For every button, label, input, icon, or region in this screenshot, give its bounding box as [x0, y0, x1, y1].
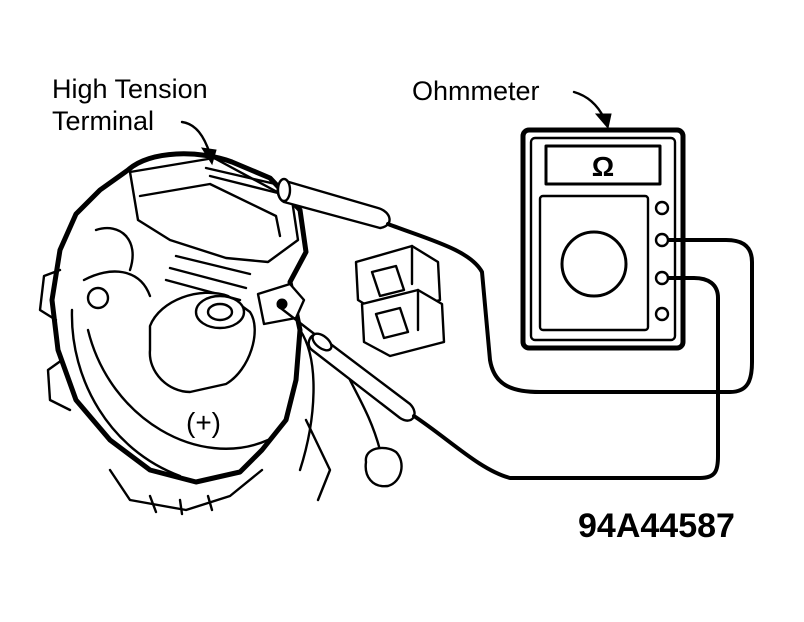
ohm-symbol: Ω	[592, 151, 614, 182]
jack-4	[654, 306, 670, 322]
terminal-label-line2: Terminal	[52, 106, 154, 136]
upper-test-probe	[204, 166, 754, 394]
high-tension-label-line1: High Tension	[52, 74, 208, 104]
lower-test-probe	[276, 276, 720, 480]
polarity-label: (+)	[186, 407, 221, 438]
ohmmeter-arrowhead	[594, 113, 612, 130]
figure-id: 94A44587	[578, 507, 735, 545]
jack-1	[654, 200, 670, 216]
ohmmeter-device: Ω	[520, 127, 686, 351]
jack-3	[654, 270, 670, 286]
ground-lead	[348, 378, 403, 488]
ohmmeter-label: Ohmmeter	[412, 76, 540, 106]
high-tension-arrowhead	[201, 147, 217, 166]
ignition-coil-assembly	[38, 151, 332, 516]
ohmmeter-callout: Ohmmeter	[412, 76, 612, 130]
connector-block	[354, 244, 446, 358]
meter-display	[544, 144, 662, 186]
high-tension-callout: High Tension Terminal	[52, 74, 217, 166]
jack-2	[654, 232, 670, 248]
selector-dial	[560, 230, 628, 298]
